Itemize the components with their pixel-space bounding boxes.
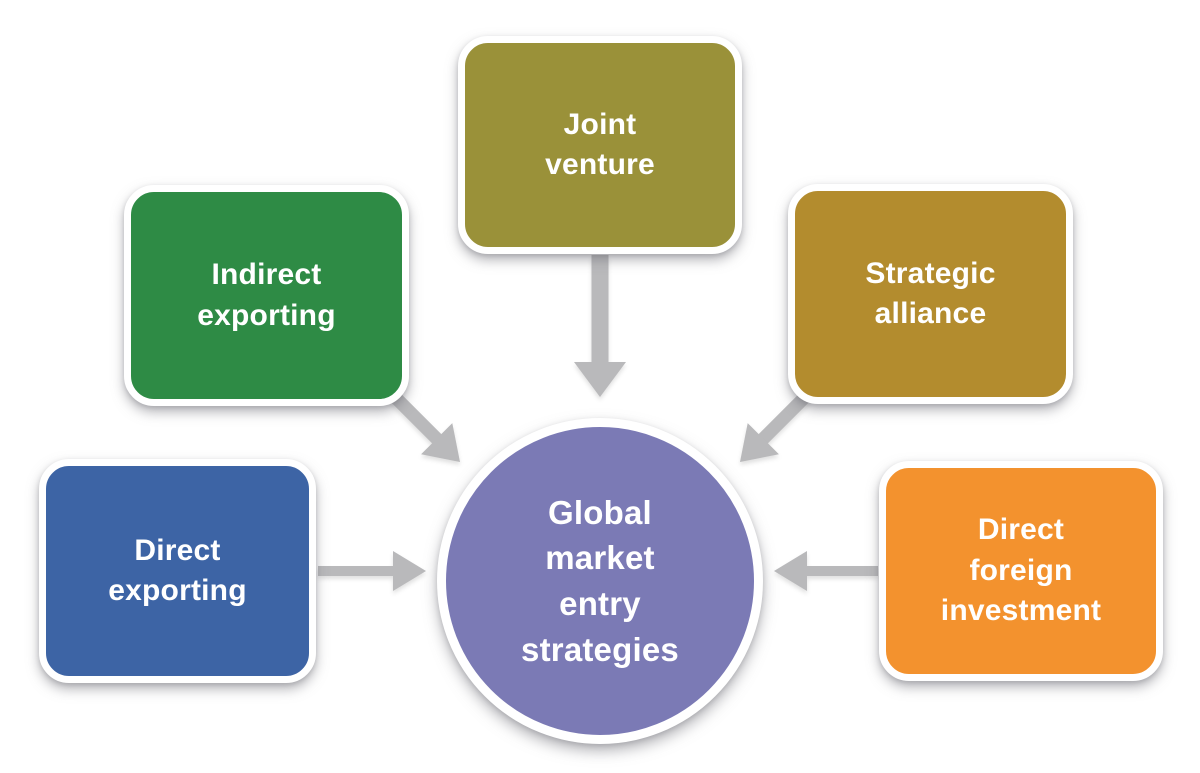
node-direct-foreign-investment-label: Direct foreign investment — [940, 513, 1102, 628]
node-global-market-entry-strategies: Global market entry strategies — [437, 418, 763, 744]
node-indirect-exporting: Indirect exporting — [124, 185, 409, 406]
node-strategic-alliance: Strategic alliance — [788, 184, 1073, 404]
arrow-joint-venture-to-center — [574, 255, 626, 397]
node-joint-venture: Joint venture — [458, 36, 742, 254]
node-direct-foreign-investment: Direct foreign investment — [879, 461, 1163, 681]
node-direct-exporting-label: Direct exporting — [108, 533, 247, 608]
arrow-indirect-exporting-to-center — [389, 391, 460, 462]
node-joint-venture-label: Joint venture — [545, 107, 655, 182]
node-indirect-exporting-label: Indirect exporting — [197, 258, 336, 332]
node-direct-exporting: Direct exporting — [39, 459, 316, 683]
center-node-label: Global market entry strategies — [521, 493, 679, 668]
arrow-strategic-alliance-to-center — [740, 391, 811, 462]
arrow-direct-exporting-to-center — [318, 551, 426, 591]
arrow-direct-foreign-investment-to-center — [774, 551, 878, 591]
node-strategic-alliance-label: Strategic alliance — [865, 256, 996, 331]
